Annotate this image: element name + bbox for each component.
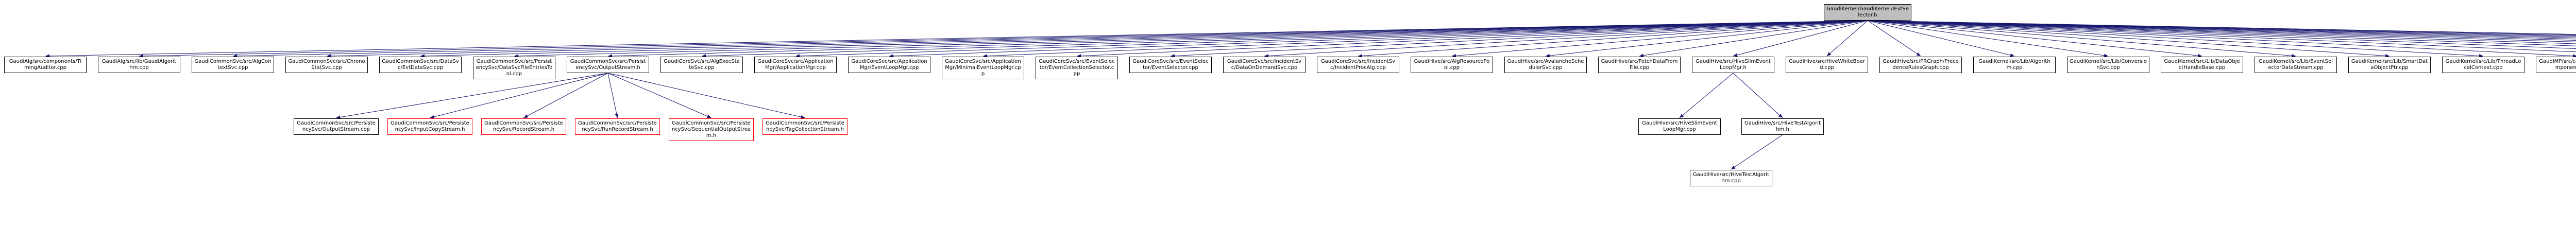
graph-edge — [1867, 20, 2390, 58]
graph-node-n3[interactable]: GaudiCommonSvc/src/ChronoStatSvc.cpp — [285, 57, 368, 73]
graph-edge — [1867, 20, 2576, 40]
graph-node-n4[interactable]: GaudiCommonSvc/src/DataSvc/EvtDataSvc.cp… — [379, 57, 462, 73]
graph-edge — [45, 20, 1868, 58]
graph-node-l6[interactable]: GaudiCommonSvc/src/PersistencySvc/TagCol… — [762, 118, 848, 135]
graph-edge — [1867, 20, 2015, 57]
graph-edge — [430, 73, 608, 119]
graph-edge — [1733, 73, 1783, 118]
graph-edge — [1826, 20, 1868, 57]
graph-edge — [701, 20, 1868, 58]
graph-node-l3[interactable]: GaudiCommonSvc/src/PersistencySvc/Record… — [481, 118, 566, 135]
graph-edge — [1867, 20, 2576, 41]
graph-edge — [1867, 20, 2576, 49]
graph-node-l1[interactable]: GaudiCommonSvc/src/PersistencySvc/Output… — [294, 118, 379, 135]
graph-root-node: GaudiKernel/GaudiKernel/IEvtSelector.h — [1824, 4, 1911, 21]
graph-node-n9[interactable]: GaudiCoreSvc/src/ApplicationMgr/EventLoo… — [848, 57, 930, 73]
graph-edge — [336, 73, 608, 119]
graph-node-n11[interactable]: GaudiCoreSvc/src/EventSelector/EventColl… — [1036, 57, 1118, 79]
graph-edge — [523, 73, 608, 118]
graph-edge — [889, 20, 1868, 58]
graph-node-n22[interactable]: GaudiKernel/src/Lib/ConversionSvc.cpp — [2067, 57, 2149, 73]
graph-node-n10[interactable]: GaudiCoreSvc/src/ApplicationMgr/MinimalE… — [942, 57, 1024, 79]
graph-node-n2[interactable]: GaudiCommonSvc/src/AlgContextSvc.cpp — [192, 57, 274, 73]
graph-edge — [1867, 20, 1921, 57]
graph-edge — [1731, 134, 1783, 170]
graph-edge — [1867, 20, 2576, 42]
graph-node-l2[interactable]: GaudiCommonSvc/src/PersistencySvc/InputC… — [387, 118, 472, 135]
graph-edge — [1867, 20, 2296, 58]
graph-node-n23[interactable]: GaudiKernel/src/Lib/DataObjectHandleBase… — [2161, 57, 2243, 73]
graph-node-n24[interactable]: GaudiKernel/src/Lib/EventSelectorDataStr… — [2255, 57, 2337, 73]
graph-edge — [1639, 20, 1868, 58]
graph-edge — [982, 20, 1868, 58]
graph-edge — [1358, 20, 1868, 58]
graph-node-n1[interactable]: GaudiAlg/src/lib/GaudiAlgorithm.cpp — [98, 57, 180, 73]
graph-edge — [232, 20, 1868, 58]
graph-edge-group — [45, 20, 2576, 170]
graph-edge — [1679, 73, 1734, 118]
graph-edge — [1867, 20, 2576, 58]
graph-node-n25[interactable]: GaudiKernel/src/Lib/SmartDataObjectPtr.c… — [2348, 57, 2431, 73]
graph-node-n8[interactable]: GaudiCoreSvc/src/ApplicationMgr/Applicat… — [754, 57, 837, 73]
graph-node-n14[interactable]: GaudiCoreSvc/src/IncidentSvc/IncidentPro… — [1317, 57, 1399, 73]
graph-edge — [1451, 20, 1868, 58]
graph-edge — [1264, 20, 1868, 58]
graph-edge — [1733, 20, 1868, 57]
graph-edge — [1867, 20, 2109, 58]
graph-edge — [607, 20, 1868, 58]
graph-node-n18[interactable]: GaudiHive/src/HiveSlimEventLoopMgr.h — [1692, 57, 1774, 73]
graph-node-n26[interactable]: GaudiKernel/src/Lib/ThreadLocalContext.c… — [2442, 57, 2524, 73]
graph-node-n5[interactable]: GaudiCommonSvc/src/PersistencySvc/DataSv… — [473, 57, 555, 79]
graph-node-l4[interactable]: GaudiCommonSvc/src/PersistencySvc/RunRec… — [575, 118, 660, 135]
graph-edge — [607, 73, 619, 118]
graph-node-n27[interactable]: GaudiMP/src/component/IoComponentMgr.cpp — [2536, 57, 2576, 73]
graph-node-n6[interactable]: GaudiCommonSvc/src/PersistencySvc/Output… — [567, 57, 649, 73]
graph-edge — [1076, 20, 1868, 58]
graph-node-n13[interactable]: GaudiCoreSvc/src/IncidentSvc/DataOnDeman… — [1223, 57, 1306, 73]
graph-edge — [1867, 20, 2576, 52]
graph-node-n0[interactable]: GaudiAlg/src/components/TimingAuditor.cp… — [4, 57, 87, 73]
graph-edge — [1867, 20, 2576, 37]
graph-edge — [1170, 20, 1868, 58]
graph-node-n20[interactable]: GaudiHive/src/PRGraph/PrecedenceRulesGra… — [1879, 57, 1962, 73]
graph-edge — [1867, 20, 2576, 35]
graph-edge — [795, 20, 1868, 58]
graph-node-d1[interactable]: GaudiHive/src/HiveTestAlgorithm.cpp — [1690, 170, 1772, 186]
graph-node-c1[interactable]: GaudiHive/src/HiveSlimEventLoopMgr.cpp — [1638, 118, 1721, 135]
graph-edge — [1867, 20, 2202, 58]
graph-edge — [514, 20, 1868, 58]
graph-node-n21[interactable]: GaudiKernel/src/Lib/Algorithm.cpp — [1973, 57, 2056, 73]
graph-edge — [420, 20, 1868, 58]
graph-node-n16[interactable]: GaudiHive/src/AvalancheSchedulerSvc.cpp — [1504, 57, 1587, 73]
graph-node-c2[interactable]: GaudiHive/src/HiveTestAlgorithm.h — [1741, 118, 1824, 135]
graph-edge — [1867, 20, 2576, 46]
graph-node-n12[interactable]: GaudiCoreSvc/src/EventSelector/EventSele… — [1129, 57, 1212, 73]
graph-node-n17[interactable]: GaudiHive/src/FetchDataFromFile.cpp — [1598, 57, 1681, 73]
graph-node-n15[interactable]: GaudiHive/src/AlgResourcePool.cpp — [1411, 57, 1493, 73]
graph-edge — [326, 20, 1868, 58]
graph-edge — [1545, 20, 1868, 58]
graph-edge — [1867, 20, 2576, 37]
graph-edge — [1867, 20, 2576, 44]
graph-node-n7[interactable]: GaudiCoreSvc/src/AlgExecStateSvc.cpp — [660, 57, 743, 73]
graph-edge — [607, 73, 805, 119]
graph-edge — [1867, 20, 2484, 58]
graph-edge — [1867, 20, 2576, 36]
graph-node-n19[interactable]: GaudiHive/src/HiveWhiteBoard.cpp — [1786, 57, 1868, 73]
graph-edge — [1867, 20, 2576, 38]
graph-edge — [607, 73, 711, 118]
graph-edge — [139, 20, 1868, 58]
graph-node-l5[interactable]: GaudiCommonSvc/src/PersistencySvc/Sequen… — [669, 118, 754, 141]
